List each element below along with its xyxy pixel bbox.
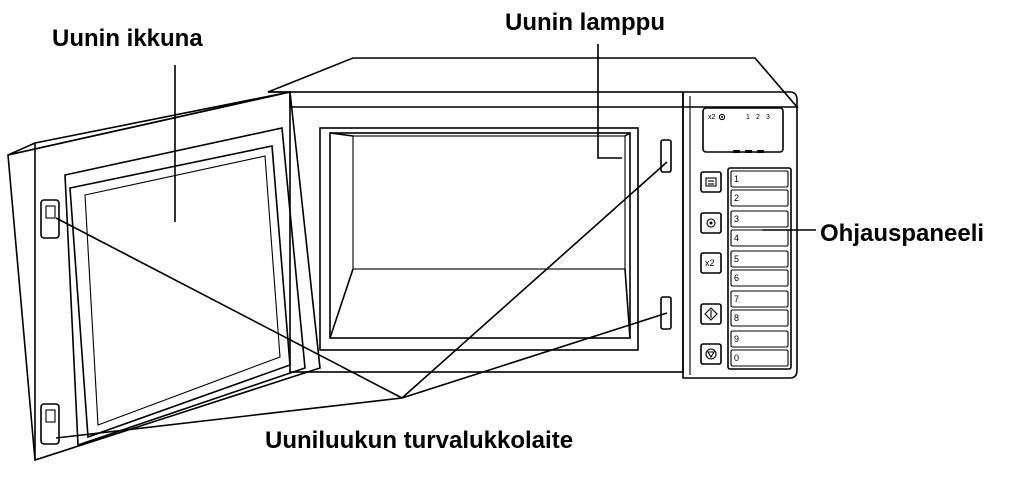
key-3[interactable] bbox=[730, 210, 789, 228]
key-0-label: 0 bbox=[734, 353, 739, 363]
key-0[interactable] bbox=[730, 349, 789, 367]
key-1[interactable] bbox=[730, 170, 789, 188]
number-keys: 1 2 3 4 5 6 7 8 9 0 bbox=[730, 170, 789, 367]
key-5[interactable] bbox=[730, 250, 789, 268]
display-screen bbox=[702, 107, 784, 153]
key-8-label: 8 bbox=[734, 313, 739, 323]
key-1-label: 1 bbox=[734, 174, 739, 184]
key-9-label: 9 bbox=[734, 334, 739, 344]
double-button-label: x2 bbox=[705, 258, 715, 268]
key-7-label: 7 bbox=[734, 294, 739, 304]
key-3-label: 3 bbox=[734, 214, 739, 224]
label-door-safety-lock: Uuniluukun turvalukkolaite bbox=[265, 427, 573, 454]
display-mark-2: 2 bbox=[756, 114, 760, 121]
display-power-icon bbox=[718, 113, 726, 121]
double-button[interactable] bbox=[700, 252, 722, 274]
label-oven-window: Uunin ikkuna bbox=[52, 25, 203, 52]
safety-latch-slots bbox=[660, 139, 672, 330]
control-panel: x2 1 2 3 x2 1 2 3 bbox=[700, 107, 792, 370]
power-button[interactable] bbox=[700, 212, 722, 234]
oven-body bbox=[267, 57, 799, 379]
menu-button[interactable] bbox=[700, 171, 722, 193]
key-6[interactable] bbox=[730, 269, 789, 287]
stop-icon bbox=[705, 348, 717, 360]
key-6-label: 6 bbox=[734, 273, 739, 283]
label-oven-lamp: Uunin lamppu bbox=[505, 9, 665, 36]
display-mark-3: 3 bbox=[766, 114, 770, 121]
key-8[interactable] bbox=[730, 309, 789, 327]
stop-button[interactable] bbox=[700, 343, 722, 365]
safety-lock-leader-lines bbox=[55, 161, 668, 439]
key-9[interactable] bbox=[730, 330, 789, 348]
start-button[interactable] bbox=[700, 303, 722, 325]
oven-lamp bbox=[597, 44, 622, 159]
key-2-label: 2 bbox=[734, 193, 739, 203]
start-icon bbox=[704, 307, 718, 321]
key-7[interactable] bbox=[730, 290, 789, 308]
display-mark-1: 1 bbox=[746, 114, 750, 121]
key-4[interactable] bbox=[730, 229, 789, 247]
key-2[interactable] bbox=[730, 189, 789, 207]
display-mark-x2: x2 bbox=[708, 114, 716, 121]
oven-cavity bbox=[319, 127, 639, 351]
key-4-label: 4 bbox=[734, 233, 739, 243]
power-icon bbox=[706, 218, 716, 228]
oven-door bbox=[7, 91, 321, 462]
label-control-panel: Ohjauspaneeli bbox=[820, 220, 984, 247]
menu-icon bbox=[705, 177, 717, 187]
number-keypad bbox=[727, 167, 792, 370]
key-5-label: 5 bbox=[734, 254, 739, 264]
